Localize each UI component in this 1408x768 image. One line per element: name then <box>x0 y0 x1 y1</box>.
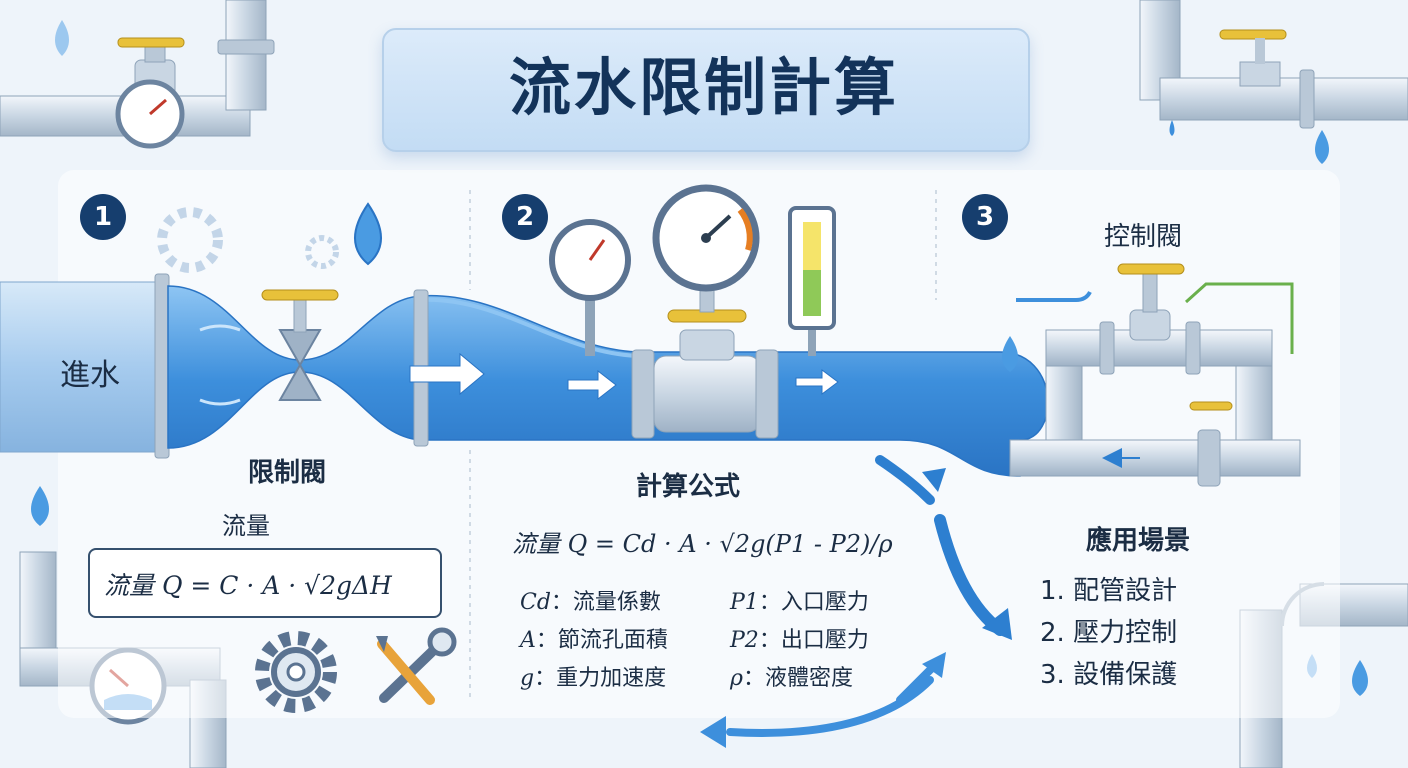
inlet-pipe <box>0 273 170 459</box>
gear-icon <box>157 207 339 713</box>
pressure-gauge-icon <box>549 184 760 356</box>
legend-item: A：節流孔面積 <box>520 628 668 653</box>
step-badge-2: 2 <box>502 194 548 240</box>
inlet-label: 進水 <box>60 358 120 393</box>
legend-item: g：重力加速度 <box>520 666 667 691</box>
control-valve-system <box>1002 263 1301 487</box>
corner-pipe-top-right <box>1139 0 1408 164</box>
wrench-icon <box>376 627 457 705</box>
application-item: 3. 設備保護 <box>1040 660 1178 690</box>
limiting-valve <box>261 289 339 401</box>
central-valve <box>631 275 779 439</box>
thermometer-icon <box>788 206 836 356</box>
flow-arrows <box>409 352 839 401</box>
step1-formula: 流量 Q = C · A · √2gΔH <box>104 571 392 600</box>
legend-item: P2：出口壓力 <box>730 628 869 653</box>
applications-heading: 應用場景 <box>1086 526 1191 556</box>
legend-item: P1：入口壓力 <box>730 590 869 615</box>
valve-label: 限制閥 <box>248 458 327 488</box>
step1-formula-box <box>88 548 442 618</box>
control-valve-label: 控制閥 <box>1104 222 1183 252</box>
step-badge-1: 1 <box>80 194 126 240</box>
title-banner <box>382 28 1030 152</box>
legend-item: Cd：流量係數 <box>520 590 661 615</box>
flow-label: 流量 <box>222 512 270 540</box>
step-badge-3: 3 <box>962 194 1008 240</box>
application-item: 2. 壓力控制 <box>1040 618 1178 648</box>
corner-pipe-top-left <box>0 0 275 149</box>
page-title: 流水限制計算 <box>508 51 899 124</box>
application-item: 1. 配管設計 <box>1040 576 1178 606</box>
legend-item: ρ：液體密度 <box>730 666 853 691</box>
curved-arrows <box>700 455 1012 748</box>
formula-heading: 計算公式 <box>636 472 741 502</box>
step2-formula: 流量 Q = Cd · A · √2g(P1 - P2)/ρ <box>512 530 893 558</box>
water-drop-icon <box>55 20 382 266</box>
